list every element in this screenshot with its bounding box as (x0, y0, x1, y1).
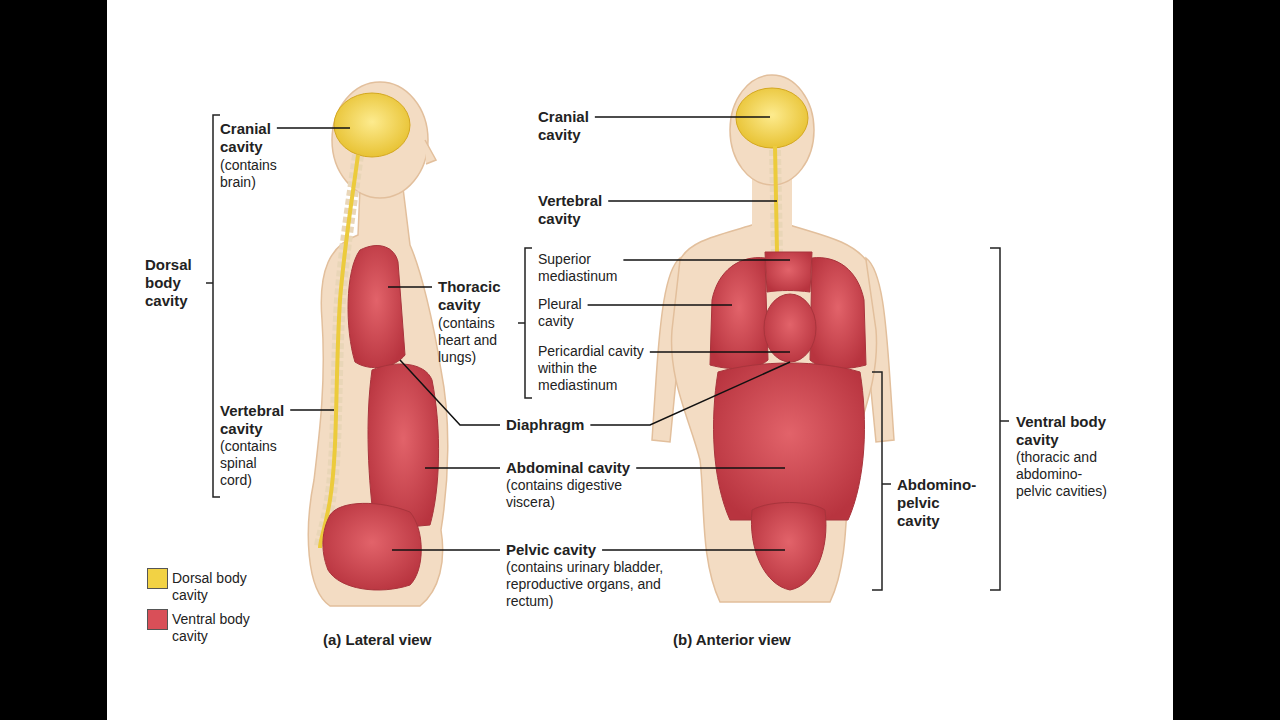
view-caption: (b) Anterior view (673, 631, 791, 649)
cavity-name-box: Cranial cavity (220, 120, 300, 156)
group-name: Dorsal body cavity (145, 256, 207, 310)
cavity-name: Abdominal cavity (506, 459, 630, 477)
leader-line (590, 362, 790, 425)
cavity-note: (contains heart and lungs) (438, 315, 518, 366)
lateral-figure (308, 82, 447, 606)
cavity-note: (contains brain) (220, 157, 310, 191)
cavity-note: (contains urinary bladder, reproductive … (506, 559, 666, 610)
cavity-name: Thoracic cavity (438, 278, 523, 314)
leader-line (602, 549, 785, 551)
head (332, 82, 428, 198)
anterior-figure (652, 75, 894, 602)
leader-line (595, 116, 770, 118)
bracket-tick (518, 322, 525, 324)
view-caption-box: (a) Lateral view (323, 631, 431, 649)
legend-entry: Dorsal body cavity (172, 570, 272, 604)
bracket (213, 115, 220, 497)
view-caption-box: (b) Anterior view (673, 631, 791, 649)
brackets (206, 115, 1009, 590)
pelvic-cavity (323, 503, 421, 590)
group-name-box: Dorsal body cavity (145, 256, 207, 310)
legend-text: Dorsal body cavity (172, 570, 272, 604)
legend-text: Ventral body cavity (172, 611, 272, 645)
cavity-note-box: (contains digestive viscera) (506, 477, 666, 511)
thoracic-cavity (348, 246, 405, 368)
legend-swatch (147, 609, 168, 630)
legend-entry: Ventral body cavity (172, 611, 272, 645)
cavity-note-box: (contains heart and lungs) (438, 315, 518, 366)
brain (334, 93, 410, 157)
part-name: Diaphragm (506, 416, 584, 434)
nose (425, 140, 436, 164)
cavity-name-box: Pleural cavity (538, 296, 608, 330)
cavity-note-box: (contains urinary bladder, reproductive … (506, 559, 666, 610)
leader-lines (277, 117, 790, 550)
body-silhouette (672, 225, 877, 602)
bracket-tick (882, 483, 891, 485)
leader-line (290, 409, 334, 411)
leader-line (425, 467, 500, 469)
cavity-name: Pericardial cavity within the mediastinu… (538, 343, 648, 394)
leader-line (388, 286, 432, 288)
cavity-name-box: Pericardial cavity within the mediastinu… (538, 343, 648, 394)
cavity-name: Pelvic cavity (506, 541, 596, 559)
group-name: Abdomino- pelvic cavity (897, 476, 979, 530)
leader-line (608, 200, 777, 202)
group-name-box: Ventral body cavity (1016, 413, 1136, 449)
bracket (872, 372, 882, 590)
cavity-note: (contains digestive viscera) (506, 477, 666, 511)
cavity-name-box: Vertebral cavity (538, 192, 626, 228)
group-note-box: (thoracic and abdomino- pelvic cavities) (1016, 449, 1121, 500)
bracket (525, 248, 532, 398)
leader-line (400, 360, 500, 425)
cavity-name: Pleural cavity (538, 296, 608, 330)
cavity-name-box: Vertebral cavity (220, 402, 308, 438)
leader-line (277, 127, 350, 129)
leader-line (650, 351, 790, 353)
spinal-cord (775, 146, 777, 252)
cavity-name-box: Pelvic cavity (506, 541, 596, 559)
group-name: Ventral body cavity (1016, 413, 1136, 449)
cavity-name-box: Cranial cavity (538, 108, 618, 144)
view-caption: (a) Lateral view (323, 631, 431, 649)
page-ground (107, 0, 1173, 720)
cavity-name: Vertebral cavity (220, 402, 308, 438)
leader-line (588, 304, 732, 306)
cavity-name: Superior mediastinum (538, 251, 643, 285)
brain (736, 88, 808, 148)
part-name-box: Diaphragm (506, 416, 584, 434)
group-name-box: Abdomino- pelvic cavity (897, 476, 979, 530)
cavity-note: (contains spinal cord) (220, 438, 290, 489)
cavity-name-box: Superior mediastinum (538, 251, 643, 285)
leader-line (623, 259, 790, 261)
cavity-note-box: (contains brain) (220, 157, 310, 191)
pelvic-cavity (751, 503, 826, 591)
cavity-name: Cranial cavity (538, 108, 618, 144)
group-note: (thoracic and abdomino- pelvic cavities) (1016, 449, 1121, 500)
superior-mediastinum (765, 252, 812, 292)
leader-line (636, 467, 785, 469)
cavity-name: Cranial cavity (220, 120, 300, 156)
bracket-tick (206, 282, 213, 284)
cavity-name-box: Abdominal cavity (506, 459, 630, 477)
leader-line (392, 549, 500, 551)
cavity-name-box: Thoracic cavity (438, 278, 523, 314)
body-silhouette (308, 188, 447, 606)
legend-swatch (147, 568, 168, 589)
cavity-note-box: (contains spinal cord) (220, 438, 290, 489)
bracket-tick (1000, 420, 1009, 422)
pleural-cavity (810, 258, 866, 369)
cavity-name: Vertebral cavity (538, 192, 626, 228)
bracket (990, 248, 1000, 590)
